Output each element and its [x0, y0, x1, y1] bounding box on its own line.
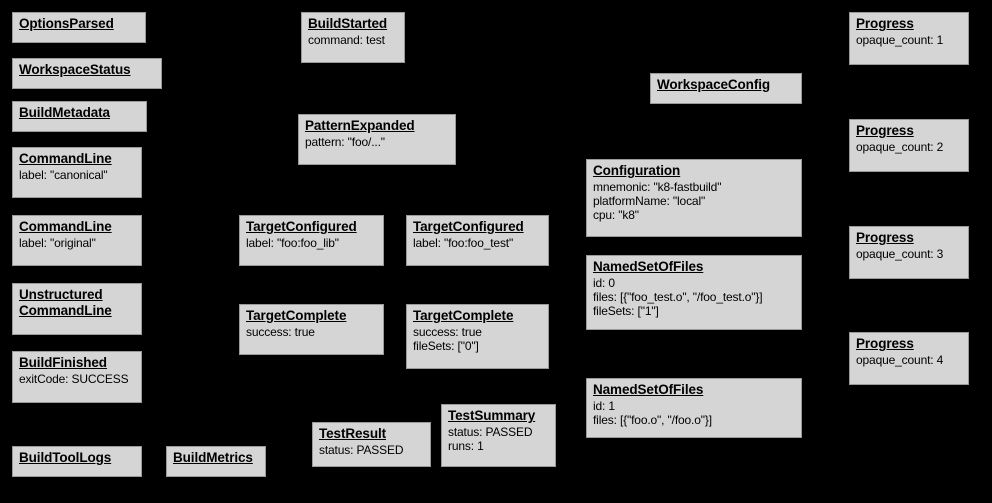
- node-title: BuildMetrics: [173, 450, 253, 465]
- node-title: CommandLine: [19, 219, 112, 234]
- node-field: opaque_count: 2: [856, 139, 944, 154]
- node-field: status: PASSED: [448, 424, 533, 439]
- node-title: TestSummary: [448, 408, 536, 423]
- node-title: BuildToolLogs: [19, 450, 112, 465]
- node-fields: status: PASSED: [319, 443, 425, 457]
- node-field: id: 1: [593, 398, 615, 413]
- node-title: TargetConfigured: [246, 219, 357, 234]
- node-field: opaque_count: 1: [856, 32, 944, 47]
- node-field: label: "original": [19, 235, 96, 250]
- node-field: exitCode: SUCCESS: [19, 371, 129, 386]
- node-field: success: true: [246, 324, 315, 339]
- node-title: TargetComplete: [413, 308, 514, 323]
- node-title: TargetConfigured: [413, 219, 524, 234]
- node-title: BuildMetadata: [19, 105, 110, 120]
- node-field: success: true: [413, 324, 482, 339]
- node-fields: opaque_count: 3: [856, 247, 963, 261]
- node-field: cpu: "k8": [593, 208, 639, 223]
- node-build-metrics[interactable]: BuildMetrics: [166, 446, 266, 477]
- node-field: platformName: "local": [593, 194, 706, 209]
- node-field: files: [{"foo.o", "/foo.o"}]: [593, 413, 712, 428]
- node-fields: pattern: "foo/...": [305, 135, 450, 149]
- node-title: Progress: [856, 16, 914, 31]
- node-fields: label: "canonical": [19, 168, 136, 182]
- node-field: command: test: [308, 32, 385, 47]
- node-field: opaque_count: 4: [856, 352, 944, 367]
- node-field: label: "foo:foo_test": [413, 235, 514, 250]
- node-fields: opaque_count: 4: [856, 353, 963, 367]
- node-field: fileSets: ["0"]: [413, 339, 479, 354]
- node-field: runs: 1: [448, 439, 484, 454]
- node-field: fileSets: ["1"]: [593, 304, 659, 319]
- node-title: BuildStarted: [308, 16, 388, 31]
- node-unstructured-command-line[interactable]: Unstructured CommandLine: [12, 283, 142, 335]
- node-title: WorkspaceConfig: [657, 77, 771, 92]
- node-fields: label: "original": [19, 236, 136, 250]
- node-workspace-status[interactable]: WorkspaceStatus: [12, 58, 162, 89]
- node-title: OptionsParsed: [19, 16, 114, 31]
- node-fields: command: test: [308, 33, 399, 47]
- node-title: Unstructured CommandLine: [19, 287, 112, 318]
- node-title: CommandLine: [19, 151, 112, 166]
- node-build-tool-logs[interactable]: BuildToolLogs: [12, 446, 142, 477]
- node-title: NamedSetOfFiles: [593, 382, 704, 397]
- node-title: BuildFinished: [19, 355, 107, 370]
- node-fields: success: true: [246, 325, 378, 339]
- node-field: opaque_count: 3: [856, 246, 944, 261]
- node-field: label: "canonical": [19, 167, 108, 182]
- node-fields: label: "foo:foo_lib": [246, 236, 378, 250]
- node-fields: opaque_count: 2: [856, 140, 963, 154]
- node-title: WorkspaceStatus: [19, 62, 131, 77]
- node-field: id: 0: [593, 275, 615, 290]
- node-title: NamedSetOfFiles: [593, 259, 704, 274]
- node-options-parsed[interactable]: OptionsParsed: [12, 12, 146, 43]
- node-field: mnemonic: "k8-fastbuild": [593, 179, 722, 194]
- node-field: status: PASSED: [319, 442, 404, 457]
- node-fields: label: "foo:foo_test": [413, 236, 543, 250]
- node-field: pattern: "foo/...": [305, 134, 385, 149]
- node-title: Configuration: [593, 163, 681, 178]
- node-title: Progress: [856, 336, 914, 351]
- node-fields: opaque_count: 1: [856, 33, 963, 47]
- node-fields: exitCode: SUCCESS: [19, 372, 136, 386]
- node-title: PatternExpanded: [305, 118, 415, 133]
- node-title: TestResult: [319, 426, 387, 441]
- node-title: Progress: [856, 230, 914, 245]
- node-field: label: "foo:foo_lib": [246, 235, 339, 250]
- node-title: Progress: [856, 123, 914, 138]
- node-fields: mnemonic: "k8-fastbuild"platformName: "l…: [593, 180, 796, 222]
- node-field: files: [{"foo_test.o", "/foo_test.o"}]: [593, 290, 763, 305]
- node-workspace-config[interactable]: WorkspaceConfig: [650, 73, 802, 104]
- node-build-metadata[interactable]: BuildMetadata: [12, 101, 147, 132]
- node-title: TargetComplete: [246, 308, 347, 323]
